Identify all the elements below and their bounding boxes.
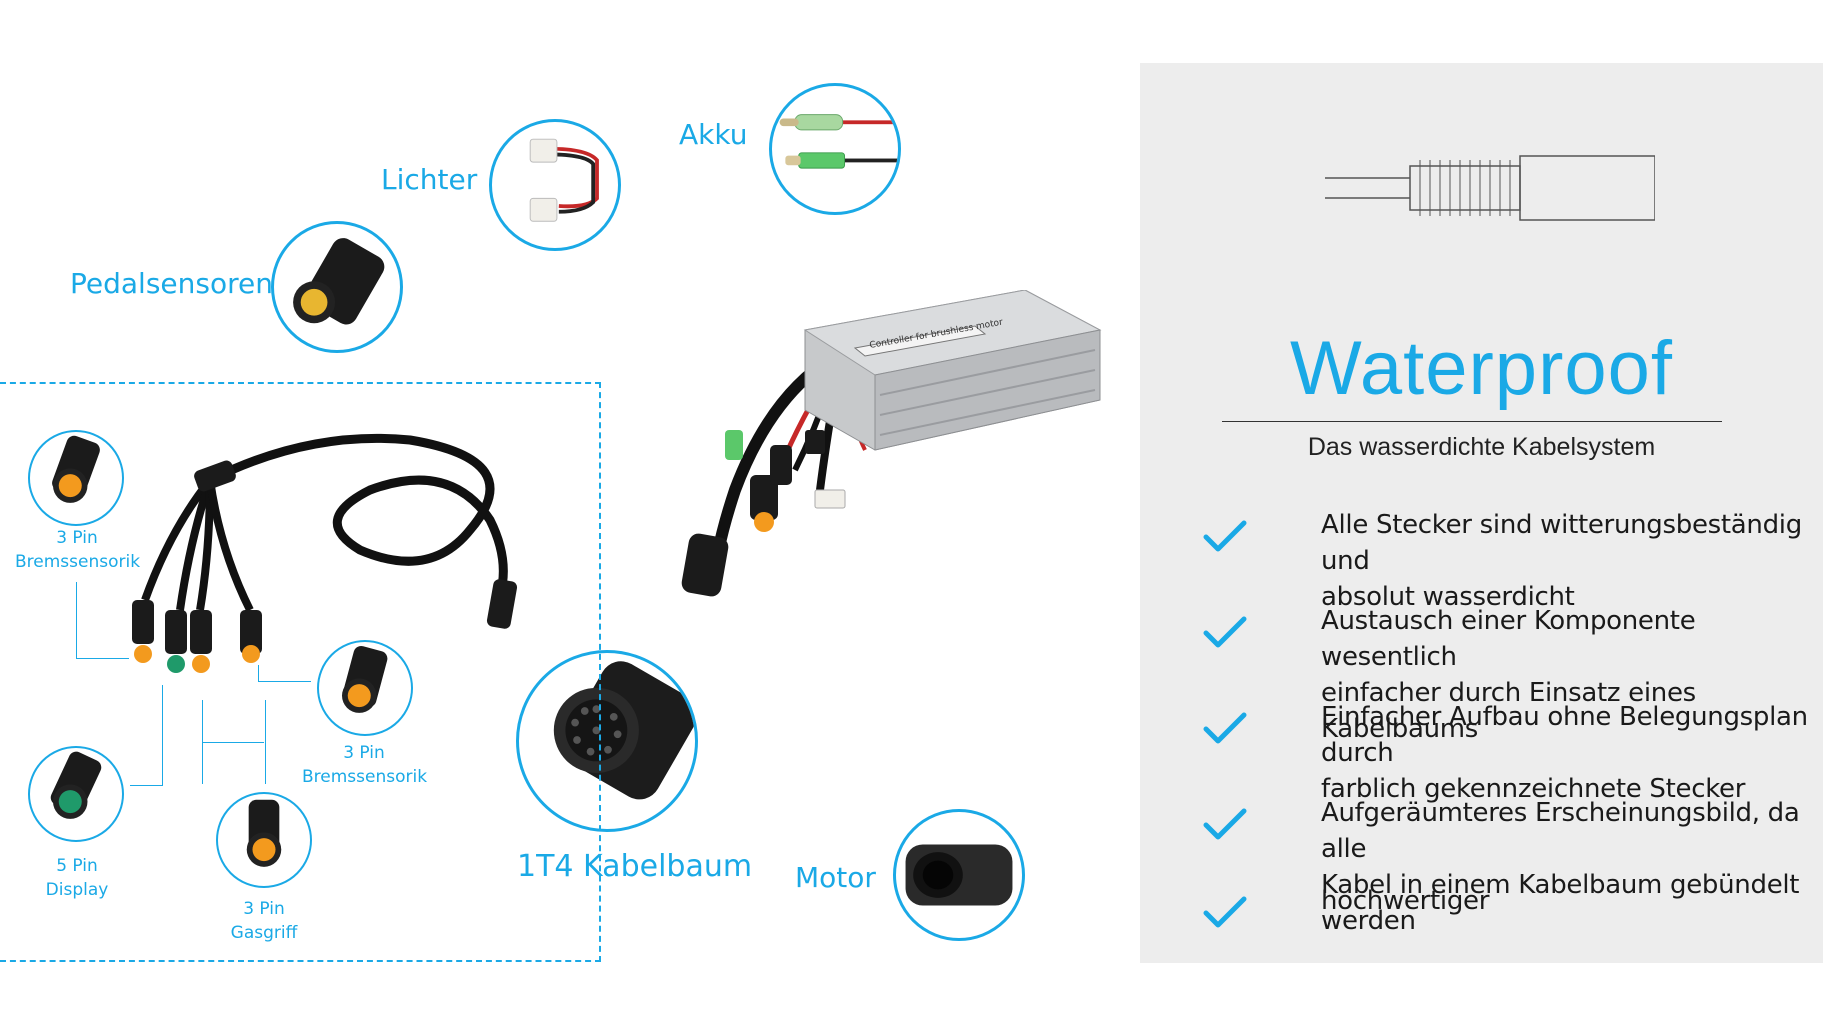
feature-text: Aufgeräumteres Erscheinungsbild, da alle…: [1321, 795, 1821, 939]
brake-top-name: Bremssensorik: [15, 552, 141, 572]
throttle-label: 3 Pin Gasgriff: [202, 897, 326, 945]
throttle-name: Gasgriff: [230, 923, 298, 943]
motor-label: Motor: [795, 861, 876, 894]
controller-image: Controller for brushless motor: [655, 289, 1105, 610]
feature-item: Aufgeräumteres Erscheinungsbild, da alle…: [1200, 795, 1800, 936]
brake-top-leader: [76, 582, 129, 659]
lichter-connector-image: [489, 119, 621, 251]
brake-right-name: Bremssensorik: [302, 767, 428, 787]
display-pins: 5 Pin: [56, 856, 98, 876]
checkmark-icon: [1203, 520, 1247, 552]
feature-text: hochwertiger: [1321, 883, 1821, 919]
brake-top-connector-image: [28, 430, 124, 526]
throttle-leader-h: [202, 742, 264, 743]
panel-divider: [1222, 421, 1722, 422]
feature-text: Einfacher Aufbau ohne Belegungsplan durc…: [1321, 699, 1821, 807]
display-leader: [130, 685, 163, 786]
feature-item: Austausch einer Komponente wesentlich ei…: [1200, 603, 1800, 744]
feature-line: Aufgeräumteres Erscheinungsbild, da alle: [1321, 798, 1800, 864]
feature-text: Austausch einer Komponente wesentlich ei…: [1321, 603, 1821, 747]
brake-top-label: 3 Pin Bremssensorik: [15, 526, 141, 574]
waterproof-info-panel: Waterproof Das wasserdichte Kabelsystem …: [1140, 63, 1823, 963]
kabelbaum-label: 1T4 Kabelbaum: [517, 849, 753, 884]
checkmark-icon: [1203, 616, 1247, 648]
panel-title: Waterproof: [1289, 326, 1674, 411]
feature-line: absolut wasserdicht: [1321, 582, 1575, 612]
feature-line: Kabel in einem Kabelbaum gebündelt werde…: [1321, 870, 1800, 936]
throttle-pins: 3 Pin: [243, 899, 285, 919]
lichter-label: Lichter: [381, 163, 478, 196]
checkmark-icon: [1203, 712, 1247, 744]
harness-frame: [0, 382, 601, 962]
brake-right-pins: 3 Pin: [343, 743, 385, 763]
akku-connector-image: [769, 83, 901, 215]
pedalsensoren-label: Pedalsensoren: [70, 267, 273, 300]
feature-text: Alle Stecker sind witterungsbeständig un…: [1321, 507, 1821, 615]
feature-line: farblich gekennzeichnete Stecker: [1321, 774, 1746, 804]
throttle-connector-image: [216, 792, 312, 888]
feature-line: hochwertiger: [1321, 886, 1490, 916]
kabelbaum-connector-image: [516, 650, 698, 832]
akku-label: Akku: [679, 118, 748, 151]
checkmark-icon: [1203, 808, 1247, 840]
feature-line: Austausch einer Komponente wesentlich: [1321, 606, 1696, 672]
checkmark-icon: [1203, 896, 1247, 928]
feature-line: einfacher durch Einsatz eines Kabelbaums: [1321, 678, 1696, 744]
feature-line: Einfacher Aufbau ohne Belegungsplan durc…: [1321, 702, 1808, 768]
brake-right-label: 3 Pin Bremssensorik: [302, 741, 428, 789]
display-connector-image: [28, 746, 124, 842]
feature-line: Alle Stecker sind witterungsbeständig un…: [1321, 510, 1802, 576]
feature-item: hochwertiger: [1200, 883, 1800, 963]
pedalsensor-connector-image: [271, 221, 403, 353]
harness-image: [110, 410, 530, 680]
panel-subtitle: Das wasserdichte Kabelsystem: [1307, 433, 1656, 461]
feature-item: Einfacher Aufbau ohne Belegungsplan durc…: [1200, 699, 1808, 804]
display-label: 5 Pin Display: [15, 854, 139, 902]
brake-top-pins: 3 Pin: [56, 528, 98, 548]
motor-connector-image: [893, 809, 1025, 941]
brake-right-connector-image: [317, 640, 413, 736]
brake-right-leader: [258, 665, 311, 682]
display-name: Display: [45, 880, 109, 900]
waterproof-connector-icon: [1325, 148, 1656, 228]
feature-item: Alle Stecker sind witterungsbeständig un…: [1200, 507, 1802, 612]
